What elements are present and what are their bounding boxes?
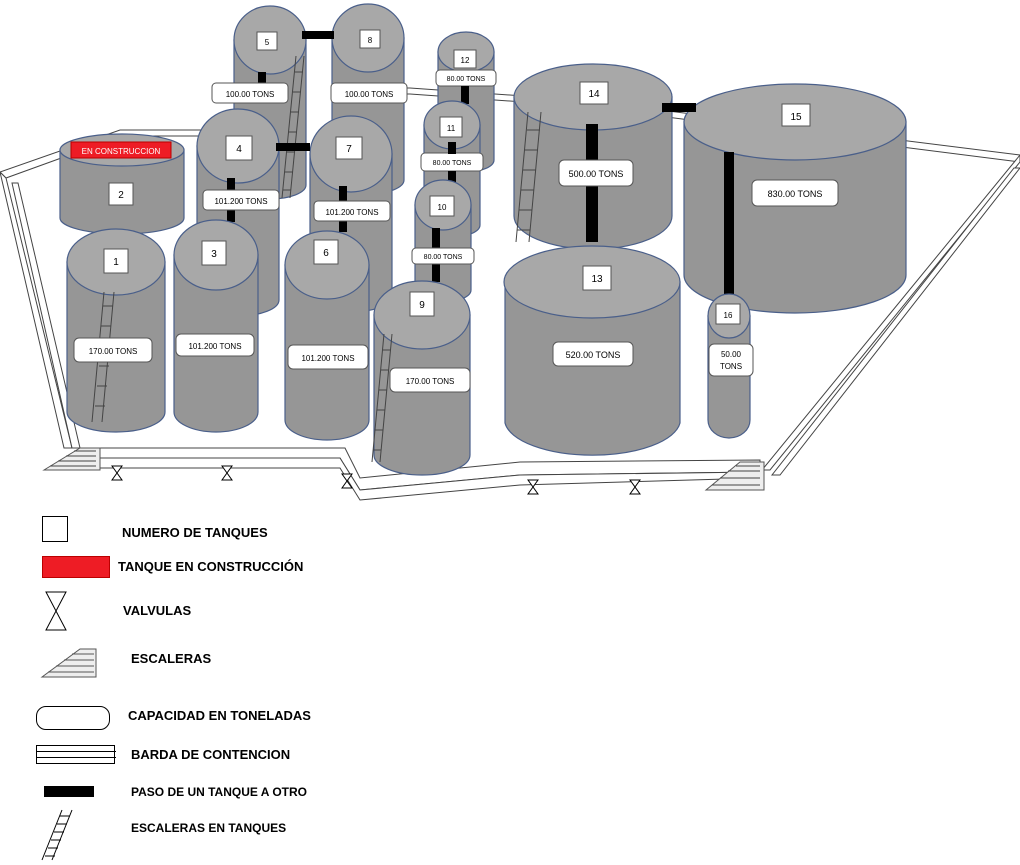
valve-icon bbox=[341, 473, 353, 489]
tank-capacity: 100.00 TONS bbox=[345, 90, 394, 99]
tank-10-capacity-label: 80.00 TONS bbox=[411, 247, 475, 265]
tank-15: 15 830.00 TONS bbox=[683, 83, 907, 314]
tank-capacity: 170.00 TONS bbox=[89, 347, 138, 356]
legend-item: PASO DE UN TANQUE A OTRO bbox=[0, 783, 1020, 823]
tank-number: 16 bbox=[724, 311, 733, 320]
transfer-connector bbox=[432, 264, 440, 282]
containment-wall-icon bbox=[36, 745, 116, 764]
valve-icon bbox=[629, 479, 641, 495]
stairs-icon bbox=[40, 648, 97, 678]
square-box-icon bbox=[42, 516, 68, 542]
tank-capacity-line2: TONS bbox=[720, 362, 742, 371]
legend-label: CAPACIDAD EN TONELADAS bbox=[128, 708, 311, 723]
legend-item: ESCALERAS bbox=[0, 645, 1020, 685]
construction-text: EN CONSTRUCCION bbox=[82, 147, 161, 156]
valve-icon bbox=[221, 465, 233, 481]
tank-number: 2 bbox=[118, 190, 124, 201]
tank-13: 13 520.00 TONS bbox=[503, 245, 681, 456]
legend-label: TANQUE EN CONSTRUCCIÓN bbox=[118, 559, 304, 574]
transfer-connector bbox=[227, 178, 235, 192]
tank-number: 7 bbox=[346, 144, 352, 155]
tank-capacity: 80.00 TONS bbox=[447, 76, 486, 83]
tank-5-capacity-label: 100.00 TONS bbox=[211, 82, 289, 104]
tank-4-capacity-label: 101.200 TONS bbox=[202, 189, 280, 211]
transfer-connector bbox=[448, 171, 456, 185]
transfer-connector bbox=[258, 72, 266, 88]
tank-ladder-icon bbox=[371, 333, 393, 463]
tank-number: 6 bbox=[323, 248, 329, 259]
tank-capacity: 520.00 TONS bbox=[566, 350, 621, 360]
valve-icon bbox=[111, 465, 123, 481]
tank-capacity: 101.200 TONS bbox=[214, 197, 267, 206]
legend-label: ESCALERAS bbox=[131, 651, 212, 666]
tank-number: 8 bbox=[368, 36, 373, 45]
transfer-connector bbox=[432, 228, 440, 248]
legend-item: BARDA DE CONTENCION bbox=[0, 743, 1020, 783]
tank-7-capacity-label: 101.200 TONS bbox=[313, 200, 391, 222]
valve-icon bbox=[45, 591, 67, 631]
tank-number: 9 bbox=[419, 300, 425, 311]
tank-number: 15 bbox=[790, 112, 802, 123]
transfer-connector bbox=[302, 31, 334, 39]
legend-label: ESCALERAS EN TANQUES bbox=[131, 821, 287, 835]
tank-ladder-icon bbox=[515, 111, 542, 243]
legend-label: BARDA DE CONTENCION bbox=[131, 747, 291, 762]
tank-capacity: 500.00 TONS bbox=[569, 169, 624, 179]
tank-capacity: 80.00 TONS bbox=[424, 254, 463, 261]
legend-item: NUMERO DE TANQUES bbox=[0, 512, 1020, 552]
tank-capacity: 101.200 TONS bbox=[325, 208, 378, 217]
legend-item: CAPACIDAD EN TONELADAS bbox=[0, 704, 1020, 744]
legend-label: PASO DE UN TANQUE A OTRO bbox=[131, 785, 308, 799]
tank-number: 12 bbox=[461, 56, 470, 65]
transfer-connector bbox=[227, 208, 235, 222]
tank-9: 9 170.00 TONS bbox=[371, 280, 471, 476]
legend-label: NUMERO DE TANQUES bbox=[122, 525, 268, 540]
red-rectangle-icon bbox=[42, 556, 110, 578]
tank-number: 5 bbox=[265, 38, 270, 47]
tank-number: 1 bbox=[113, 257, 119, 268]
tank-capacity: 830.00 TONS bbox=[768, 189, 823, 199]
tank-number: 4 bbox=[236, 144, 242, 155]
tank-1: 1 170.00 TONS bbox=[66, 228, 166, 433]
tank-number: 14 bbox=[588, 89, 600, 100]
tank-capacity: 80.00 TONS bbox=[433, 160, 472, 167]
stairs-right-icon bbox=[704, 461, 765, 491]
tank-2: EN CONSTRUCCION 2 bbox=[59, 133, 185, 235]
black-bar-icon bbox=[44, 786, 94, 797]
tank-number: 10 bbox=[438, 203, 447, 212]
tank-number: 13 bbox=[591, 274, 603, 285]
transfer-connector bbox=[724, 152, 734, 298]
transfer-connector bbox=[662, 103, 696, 112]
transfer-connector bbox=[339, 186, 347, 202]
tank-3: 3 101.200 TONS bbox=[173, 219, 259, 433]
legend-item: VALVULAS bbox=[0, 590, 1020, 631]
construction-badge bbox=[70, 141, 172, 159]
legend-item: TANQUE EN CONSTRUCCIÓN bbox=[0, 556, 1020, 596]
stairs-left-icon bbox=[42, 447, 101, 471]
tank-capacity: 101.200 TONS bbox=[188, 342, 241, 351]
tank-14-capacity-label: 500.00 TONS bbox=[558, 159, 634, 187]
tank-ladder-icon bbox=[281, 55, 305, 199]
tank-capacity: 101.200 TONS bbox=[301, 354, 354, 363]
tank-capacity: 170.00 TONS bbox=[406, 377, 455, 386]
transfer-connector bbox=[276, 143, 310, 151]
tank-6: 6 101.200 TONS bbox=[284, 230, 370, 441]
ladder-icon bbox=[41, 809, 73, 861]
legend-item: ESCALERAS EN TANQUES bbox=[0, 808, 1020, 861]
tank-capacity-line1: 50.00 bbox=[721, 350, 742, 359]
valve-icon bbox=[527, 479, 539, 495]
tank-capacity: 100.00 TONS bbox=[226, 90, 275, 99]
tank-number: 3 bbox=[211, 249, 217, 260]
tank-number: 11 bbox=[447, 124, 456, 133]
legend-label: VALVULAS bbox=[123, 603, 192, 618]
transfer-connector bbox=[339, 220, 347, 232]
tank-16: 16 50.00 TONS bbox=[707, 293, 754, 439]
transfer-connector bbox=[448, 142, 456, 154]
transfer-connector bbox=[461, 86, 469, 104]
rounded-box-icon bbox=[36, 706, 110, 730]
